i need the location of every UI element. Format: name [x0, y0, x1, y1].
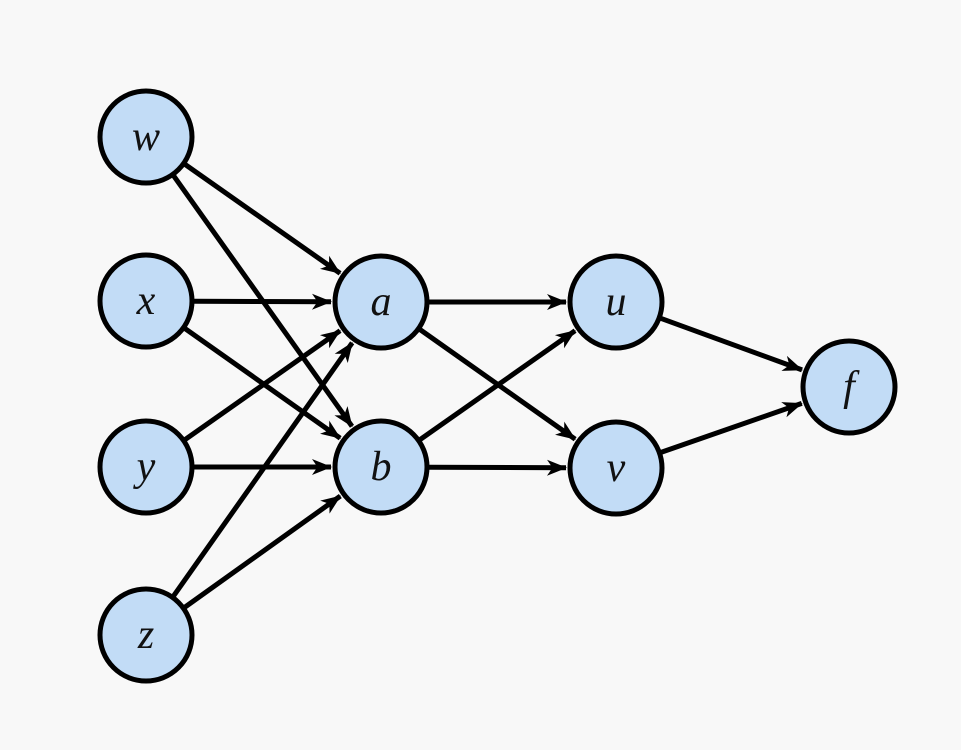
edge-z-b — [183, 494, 342, 610]
node-b — [332, 418, 430, 516]
edge-b-v — [428, 459, 568, 476]
node-y — [97, 418, 195, 516]
edge-v-f — [660, 401, 803, 455]
node-a — [332, 253, 430, 351]
node-x — [97, 252, 195, 350]
edge-y-a — [183, 328, 342, 442]
edge-x-a — [193, 293, 333, 310]
edge-u-f — [660, 316, 803, 373]
node-u — [567, 253, 665, 351]
node-f — [800, 338, 898, 436]
node-v — [567, 419, 665, 517]
edge-z-a — [171, 341, 355, 598]
node-z — [97, 586, 195, 684]
edge-b-u — [418, 328, 577, 442]
node-w — [97, 88, 195, 186]
edge-w-a — [183, 162, 342, 276]
